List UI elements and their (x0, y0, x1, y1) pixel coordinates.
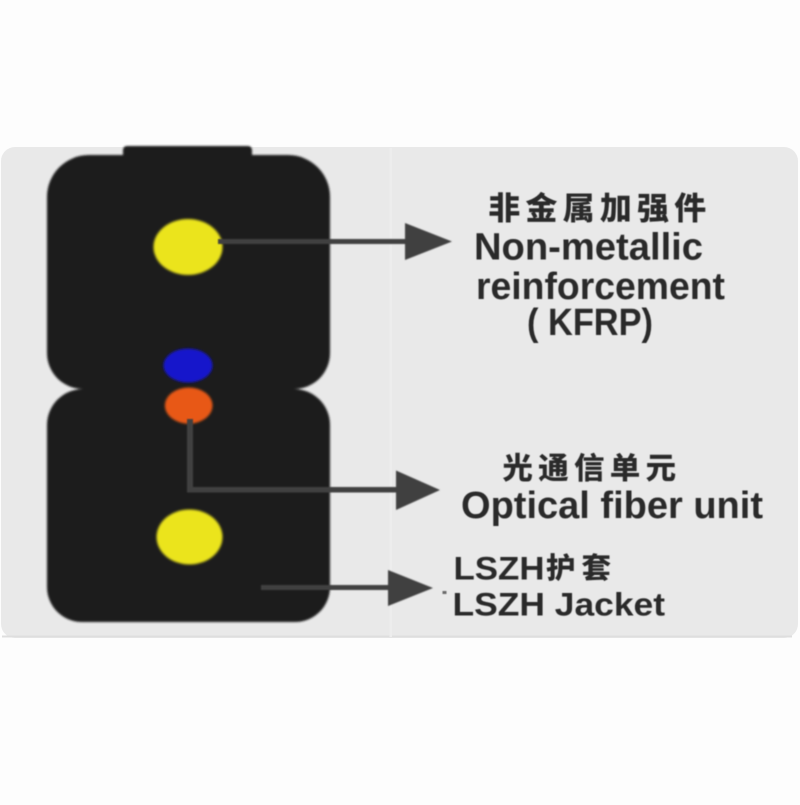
svg-text:( KFRP): ( KFRP) (527, 302, 653, 344)
svg-text:LSZH Jacket: LSZH Jacket (453, 587, 666, 623)
svg-text:LSZH: LSZH (454, 551, 545, 587)
svg-text:reinforcement: reinforcement (476, 266, 725, 308)
svg-text:Optical fiber unit: Optical fiber unit (461, 485, 763, 527)
svg-text:Non-metallic: Non-metallic (474, 227, 703, 269)
